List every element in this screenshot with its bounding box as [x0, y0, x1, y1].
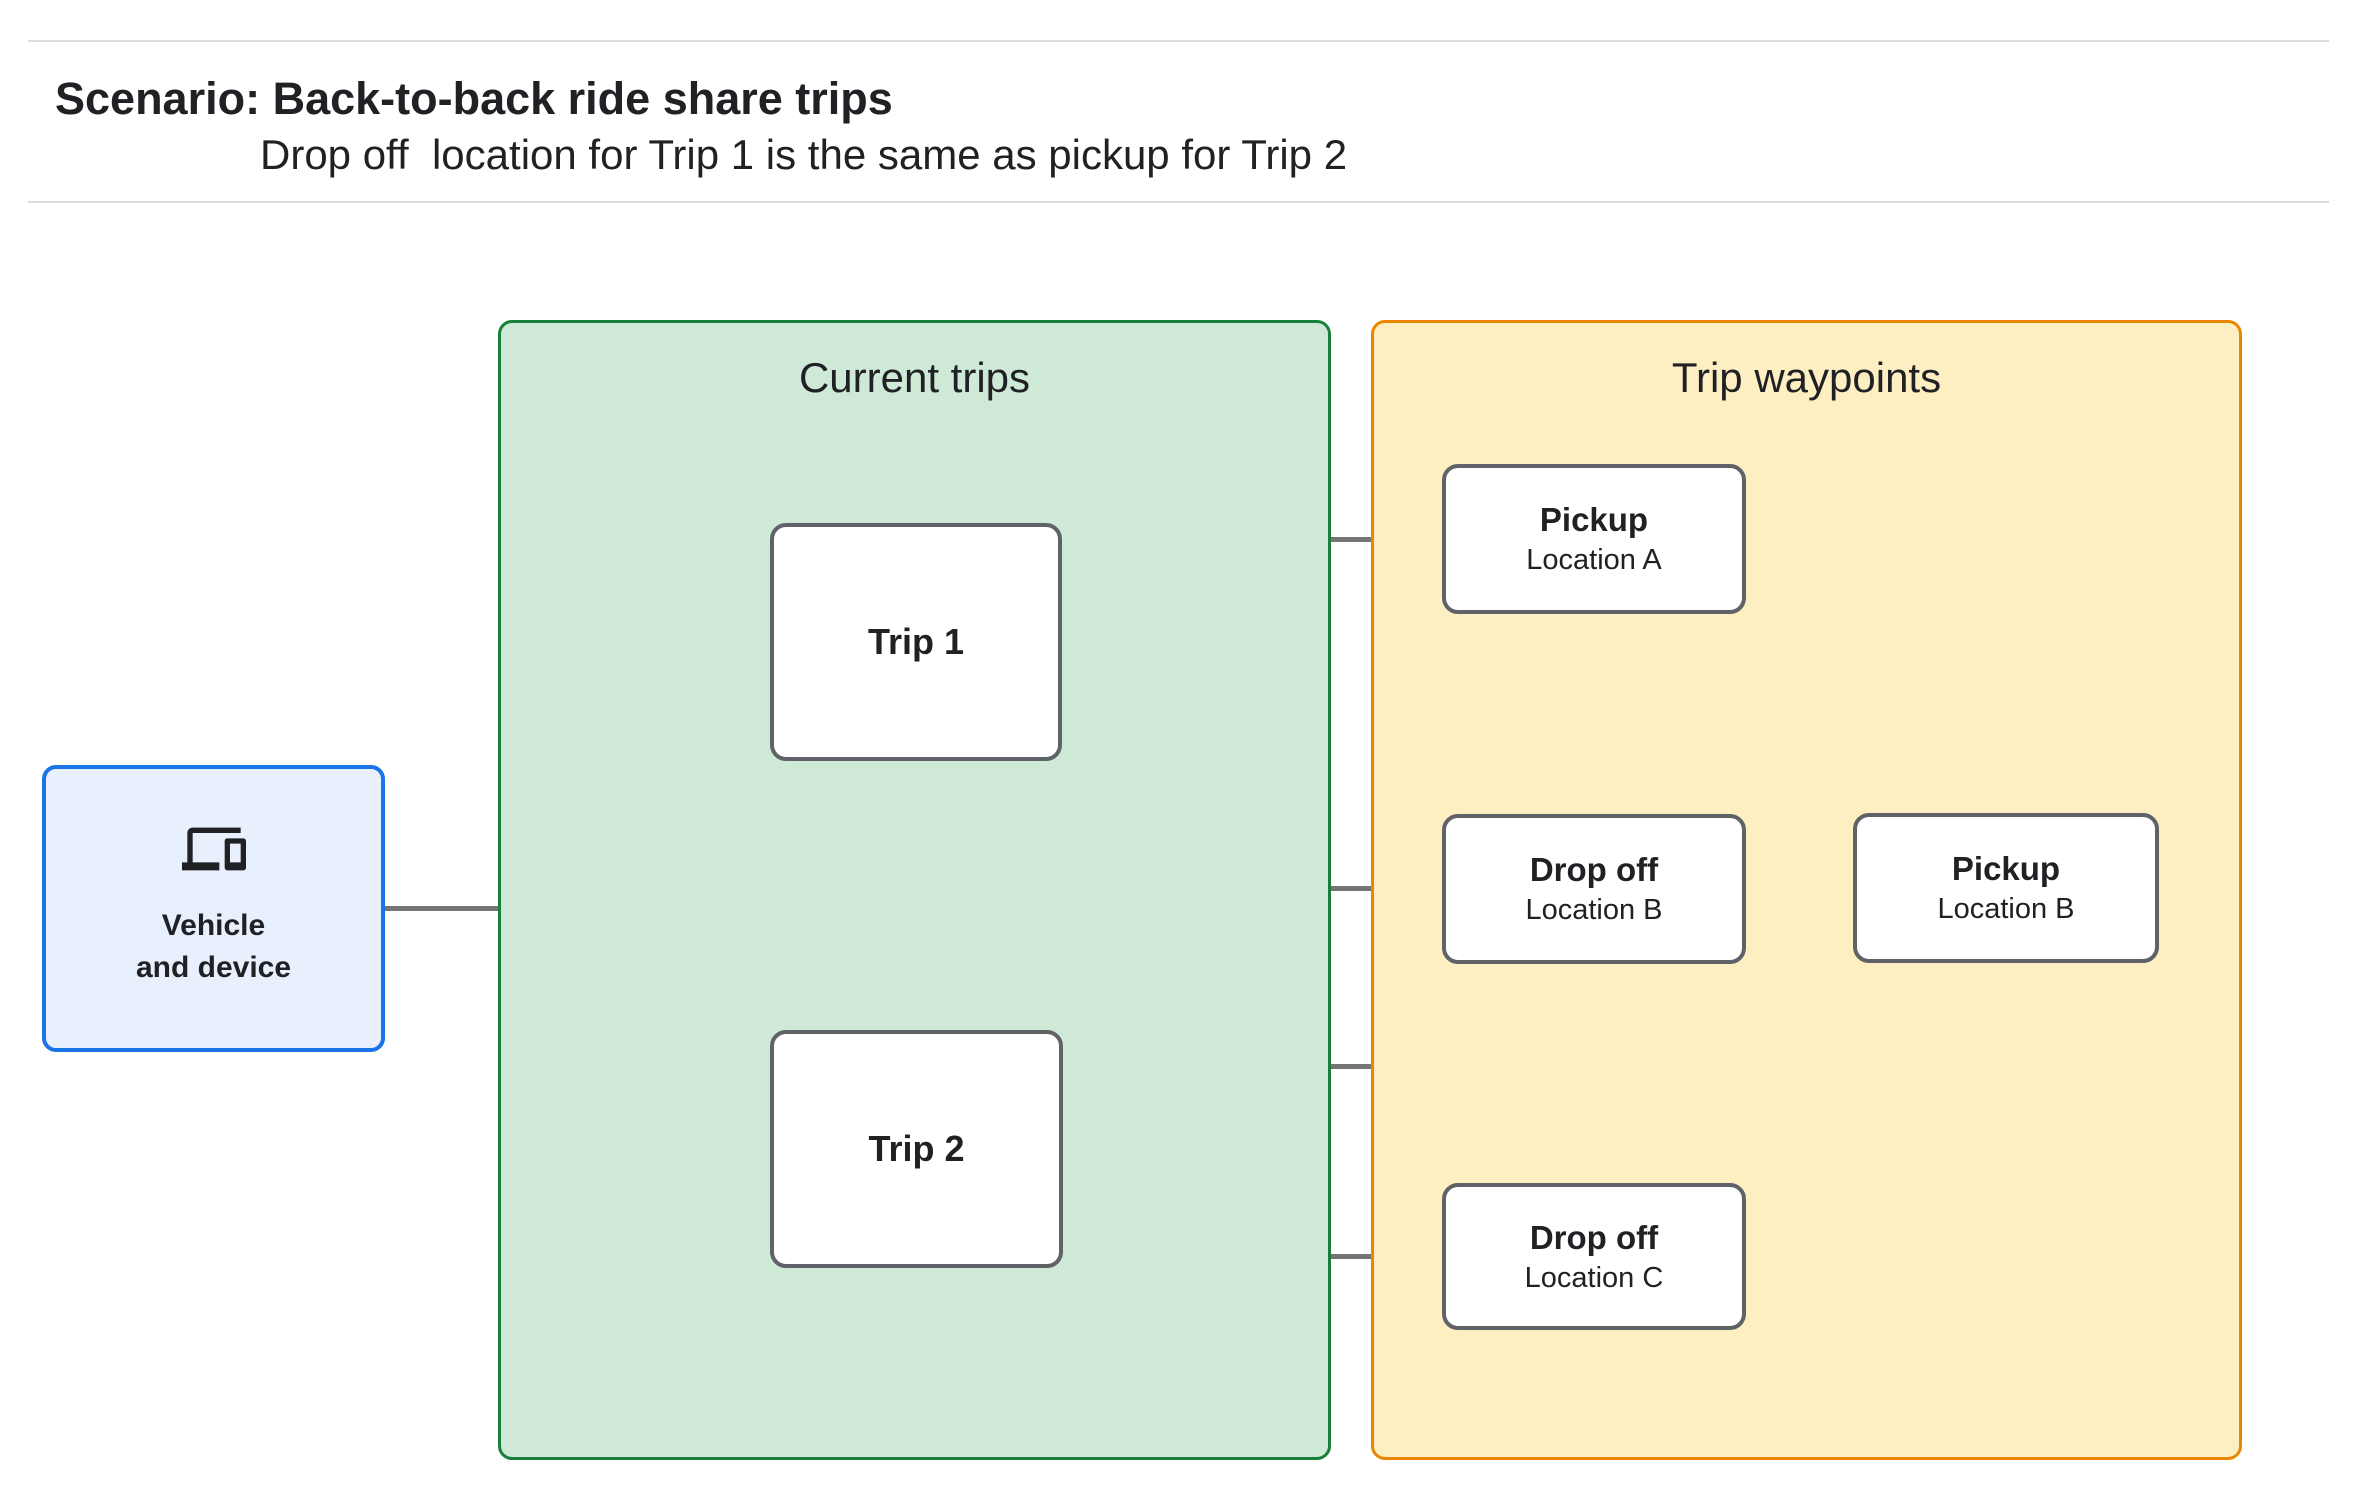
- connector-to-dropoff-c: [1253, 1254, 1444, 1259]
- waypoint-subtitle: Location A: [1526, 544, 1662, 576]
- vehicle-label-line1: Vehicle: [161, 909, 266, 942]
- scenario-title: Scenario: Back-to-back ride share trips: [55, 73, 893, 124]
- scenario-subtitle: Drop off location for Trip 1 is the same…: [260, 131, 1348, 178]
- waypoint-subtitle: Location B: [1937, 893, 2075, 925]
- vehicle-and-device-node: Vehicle and device: [42, 765, 385, 1052]
- vehicle-label: Vehicle and device: [136, 905, 291, 989]
- waypoint-subtitle: Location B: [1525, 894, 1663, 926]
- trip-2-node: Trip 2: [770, 1030, 1063, 1268]
- connector-to-dropoff-b: [1251, 886, 1444, 891]
- waypoint-title: Drop off: [1529, 851, 1659, 888]
- devices-icon: [170, 817, 258, 881]
- waypoint-pickup-location-b: Pickup Location B: [1853, 813, 2159, 963]
- trip-waypoints-label: Trip waypoints: [1671, 354, 1942, 401]
- header-bottom-divider: [28, 201, 2329, 203]
- trip-1-label: Trip 1: [867, 621, 965, 662]
- waypoint-title: Pickup: [1539, 501, 1649, 538]
- current-trips-container: Current trips: [498, 320, 1331, 1460]
- header-top-divider: [28, 40, 2329, 42]
- waypoint-dropoff-location-c: Drop off Location C: [1442, 1183, 1746, 1330]
- vehicle-label-line2: and device: [135, 951, 292, 984]
- waypoint-pickup-location-a: Pickup Location A: [1442, 464, 1746, 614]
- waypoint-subtitle: Location C: [1524, 1261, 1664, 1294]
- waypoint-title: Drop off: [1529, 1218, 1659, 1256]
- connector-to-pickup-a: [1251, 537, 1444, 542]
- connector-vehicle-to-branch: [385, 906, 567, 911]
- waypoint-dropoff-location-b: Drop off Location B: [1442, 814, 1746, 964]
- current-trips-label: Current trips: [798, 354, 1031, 401]
- trip-1-node: Trip 1: [770, 523, 1062, 761]
- trip-2-label: Trip 2: [868, 1128, 965, 1169]
- waypoint-title: Pickup: [1951, 850, 2061, 887]
